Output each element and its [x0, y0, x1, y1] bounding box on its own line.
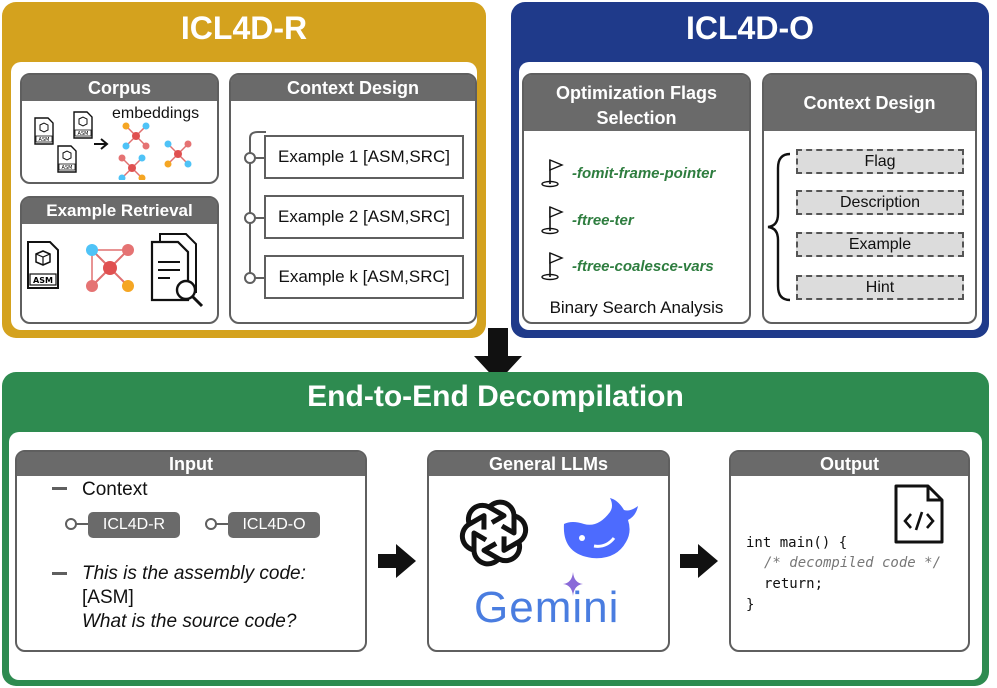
flag-name: -fomit-frame-pointer: [572, 164, 716, 182]
icl4d-r-context-design-title: Context Design: [231, 75, 475, 101]
asm-file-icon: ASM: [34, 117, 54, 145]
golf-flag-icon: [541, 251, 564, 281]
code-file-icon: [894, 484, 944, 544]
arrow-right-icon: [94, 138, 109, 150]
output-title: Output: [731, 452, 968, 476]
svg-text:ASM: ASM: [78, 131, 89, 137]
icl4d-o-pill: ICL4D-O: [228, 512, 320, 538]
deepseek-whale-icon: [563, 498, 638, 559]
arrow-right-icon: [680, 544, 718, 578]
golf-flag-icon: [541, 205, 564, 235]
flag-row: -ftree-coalesce-vars: [538, 248, 748, 284]
openai-logo-icon: [459, 499, 529, 567]
arrow-right-icon: [378, 544, 416, 578]
retrieval-illustration: ASM: [27, 233, 204, 308]
icl4d-r-title: ICL4D-R: [180, 10, 308, 46]
pill-connector-icon: [65, 518, 92, 530]
corpus-title: Corpus: [22, 75, 217, 101]
embeddings-label: embeddings: [112, 105, 200, 122]
flag-name: -ftree-ter: [572, 211, 634, 229]
icl4d-o-context-design-title: Context Design: [764, 75, 975, 131]
pill-connector-icon: [205, 518, 232, 530]
flag-row: -ftree-ter: [538, 202, 748, 238]
flags-selection-card: Optimization Flags Selection: [522, 73, 751, 324]
input-card: Input: [15, 450, 367, 652]
embedding-network-icon: [164, 140, 192, 168]
asm-file-icon: ASM: [57, 145, 77, 173]
prompt-line: This is the assembly code:: [82, 563, 306, 584]
svg-text:ASM: ASM: [62, 165, 73, 171]
asm-file-icon: ASM: [27, 241, 59, 289]
embedding-network-icon: [118, 154, 146, 180]
svg-text:ASM: ASM: [33, 276, 53, 285]
gemini-logo: Gemini: [474, 583, 620, 632]
binary-search-label: Binary Search Analysis: [549, 298, 724, 317]
embedding-network-icon: [122, 122, 150, 150]
context-item-hint: Hint: [796, 275, 964, 300]
flag-row: -fomit-frame-pointer: [538, 155, 748, 191]
prompt-line: [ASM]: [82, 587, 134, 608]
llms-title: General LLMs: [429, 452, 668, 476]
context-item-example: Example: [796, 232, 964, 257]
context-item-description: Description: [796, 190, 964, 215]
asm-file-icon: ASM: [73, 111, 93, 139]
corpus-illustration: ASM ASM ASM: [34, 111, 192, 180]
sparkle-icon: [563, 572, 583, 596]
bullet-dash: [52, 572, 67, 575]
prompt-line: What is the source code?: [82, 611, 297, 632]
output-card: Output: [729, 450, 970, 652]
icl4d-r-pill: ICL4D-R: [88, 512, 180, 538]
prompt-text: This is the assembly code: [ASM] What is…: [82, 562, 306, 634]
output-code-comment: /* decompiled code */: [764, 555, 942, 571]
llms-card: General LLMs: [427, 450, 670, 652]
svg-text:ASM: ASM: [39, 137, 50, 143]
e2e-title: End-to-End Decompilation: [307, 380, 684, 413]
icl4d-o-title: ICL4D-O: [686, 10, 814, 46]
output-code-line: }: [746, 597, 755, 613]
arrow-down-icon: [474, 328, 522, 382]
golf-flag-icon: [541, 158, 564, 188]
input-title: Input: [17, 452, 365, 476]
example-2-box: Example 2 [ASM,SRC]: [264, 195, 464, 239]
output-code-line: int main() {: [746, 535, 848, 551]
curly-brace-icon: [767, 152, 791, 302]
flags-selection-title-line1: Optimization Flags: [555, 83, 717, 103]
example-chain-line: [244, 131, 266, 284]
example-retrieval-title: Example Retrieval: [22, 198, 217, 224]
example-1-box: Example 1 [ASM,SRC]: [264, 135, 464, 179]
bullet-dash: [52, 487, 67, 490]
document-search-icon: [150, 233, 204, 308]
example-k-box: Example k [ASM,SRC]: [264, 255, 464, 299]
flags-selection-title-line2: Selection: [596, 108, 677, 128]
flags-selection-title: Optimization Flags Selection: [524, 75, 749, 131]
output-code-line: return;: [764, 576, 824, 592]
flag-name: -ftree-coalesce-vars: [572, 257, 714, 275]
context-item-flag: Flag: [796, 149, 964, 174]
embedding-network-icon: [86, 244, 134, 292]
context-label: Context: [82, 479, 148, 500]
